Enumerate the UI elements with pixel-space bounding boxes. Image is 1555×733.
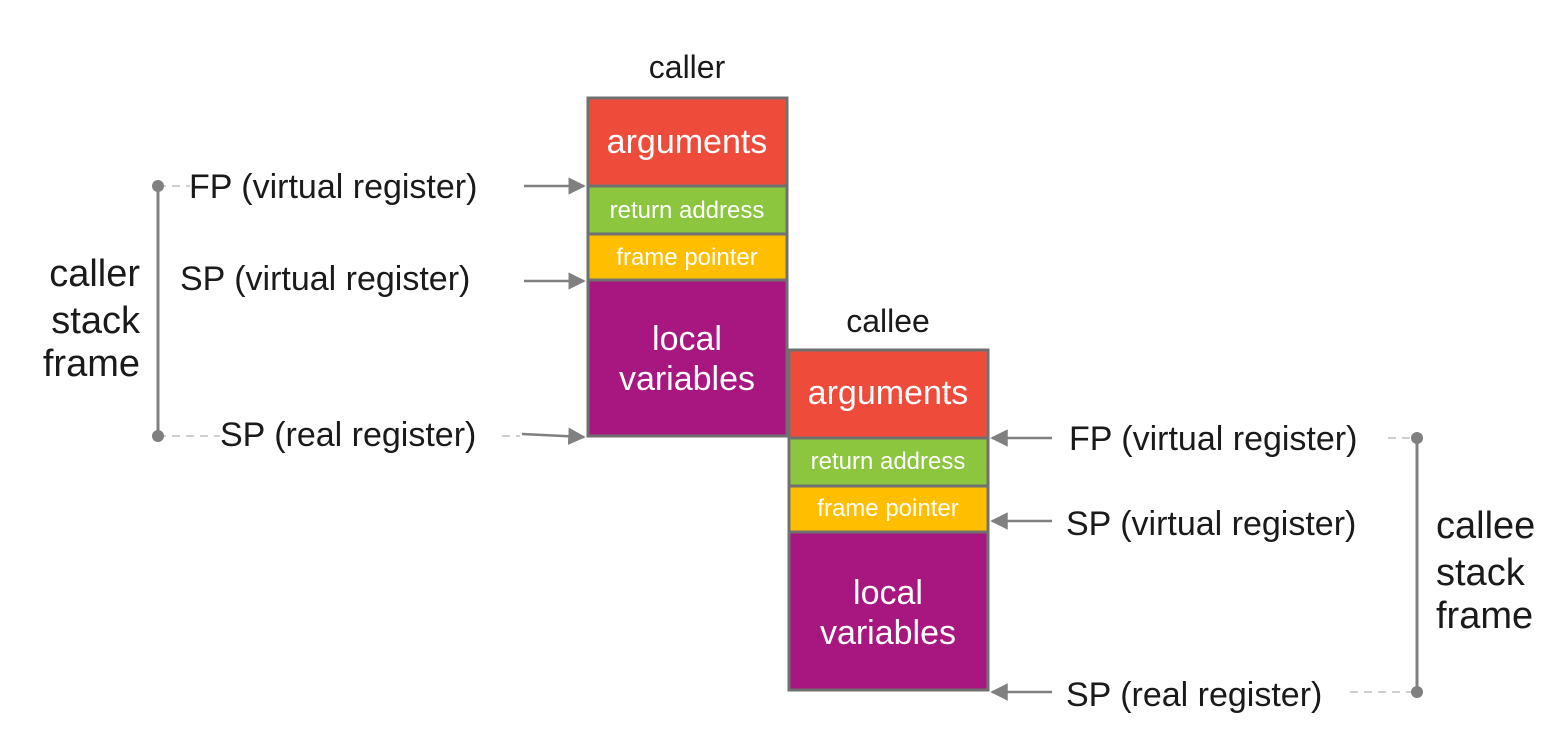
caller-frame-pointer-label: frame pointer (616, 244, 757, 271)
callee-sp-real-label: SP (real register) (1066, 676, 1322, 714)
callee-frame-pointer-label: frame pointer (817, 495, 958, 522)
caller-frame-label-line3: frame (43, 343, 140, 385)
caller-stack: caller arguments return address frame po… (586, 49, 789, 438)
caller-frame-label-line1: caller (49, 253, 140, 295)
callee-return-address-label: return address (811, 448, 966, 475)
callee-sp-virtual-label: SP (virtual register) (1066, 505, 1356, 543)
callee-bracket-top-dot (1411, 432, 1423, 444)
caller-title: caller (649, 49, 726, 85)
caller-fp-virtual-label: FP (virtual register) (189, 168, 477, 206)
caller-frame-label-line2: stack (51, 300, 141, 342)
callee-frame-pointer-cell (787, 484, 990, 534)
callee-frame-label-line1: callee (1436, 505, 1535, 547)
callee-frame-label-line3: frame (1436, 595, 1533, 637)
caller-arguments-cell (586, 96, 789, 188)
caller-arguments-label: arguments (607, 123, 768, 161)
caller-sp-virtual-label: SP (virtual register) (180, 260, 470, 298)
callee-fp-virtual-label: FP (virtual register) (1069, 420, 1357, 458)
callee-pointers: FP (virtual register) SP (virtual regist… (990, 420, 1535, 714)
caller-return-address-label: return address (610, 197, 765, 224)
caller-bracket-bottom-dot (152, 430, 164, 442)
caller-pointers: FP (virtual register) SP (virtual regist… (43, 168, 586, 454)
caller-local-label-line2: variables (619, 360, 755, 398)
callee-arguments-cell (787, 348, 990, 440)
caller-sp-real-arrow (521, 427, 586, 445)
caller-bracket-top-dot (152, 180, 164, 192)
callee-local-label-line2: variables (820, 614, 956, 652)
caller-sp-real-label: SP (real register) (220, 416, 476, 454)
callee-local-label-line1: local (853, 574, 923, 612)
callee-frame-label-line2: stack (1436, 552, 1526, 594)
caller-local-variables-cell (586, 278, 789, 438)
callee-stack: callee arguments return address frame po… (787, 303, 990, 692)
callee-local-variables-cell (787, 530, 990, 692)
caller-local-label-line1: local (652, 320, 722, 358)
callee-title: callee (846, 303, 930, 339)
callee-bracket-bottom-dot (1411, 686, 1423, 698)
callee-arguments-label: arguments (808, 374, 969, 412)
